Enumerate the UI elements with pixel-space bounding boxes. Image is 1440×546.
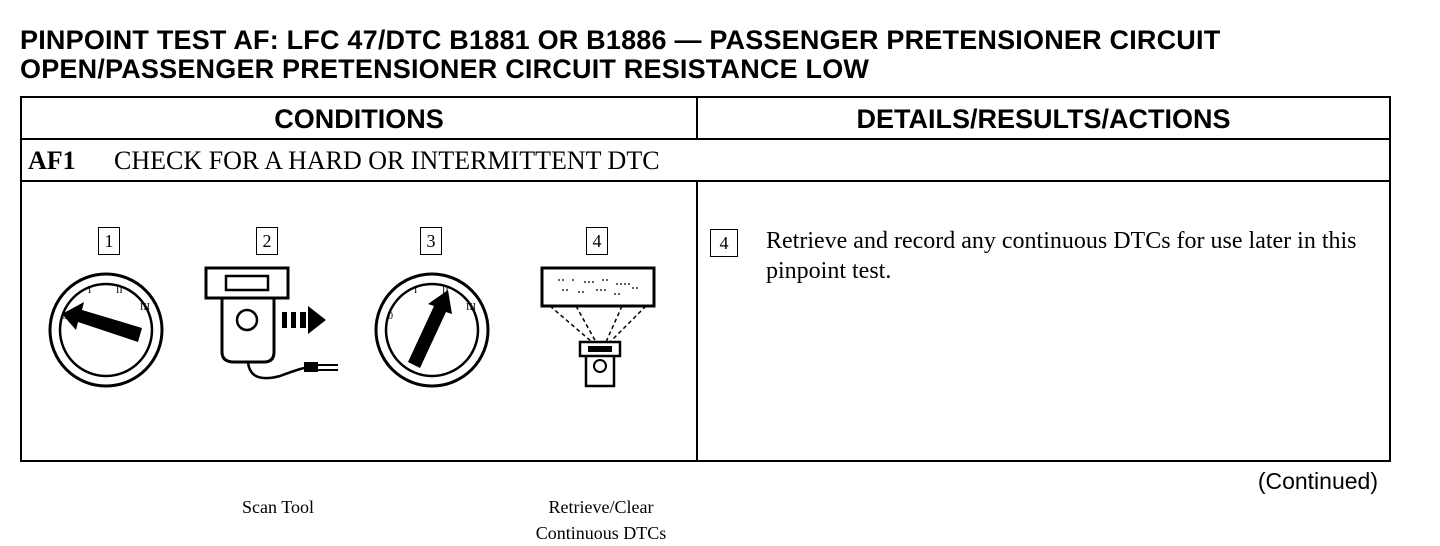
svg-text:0: 0 xyxy=(388,311,393,322)
details-cell: 4 Retrieve and record any continuous DTC… xyxy=(698,182,1389,460)
conditions-header: CONDITIONS xyxy=(22,98,698,138)
ignition-switch-run-icon: 0 I II III xyxy=(374,272,490,388)
title-line-2: OPEN/PASSENGER PRETENSIONER CIRCUIT RESI… xyxy=(20,54,870,84)
pinpoint-table: CONDITIONS DETAILS/RESULTS/ACTIONS AF1 C… xyxy=(20,96,1391,543)
title-line-1: PINPOINT TEST AF: LFC 47/DTC B1881 OR B1… xyxy=(20,25,1221,55)
figure-1-number: 1 xyxy=(98,227,120,255)
svg-text:III: III xyxy=(466,302,476,313)
details-header: DETAILS/RESULTS/ACTIONS xyxy=(856,104,1231,134)
continued-label: (Continued) xyxy=(1257,468,1378,494)
table-header: CONDITIONS DETAILS/RESULTS/ACTIONS xyxy=(22,98,1389,140)
ignition-switch-off-icon: 0 I II III xyxy=(48,272,164,388)
step-row: AF1 CHECK FOR A HARD OR INTERMITTENT DTC xyxy=(22,140,1389,182)
svg-text:II: II xyxy=(116,285,123,296)
svg-text:III: III xyxy=(140,302,150,313)
figure-2-caption: Scan Tool xyxy=(242,497,314,517)
svg-text:II: II xyxy=(442,285,449,296)
conditions-cell: 1 0 I II III 2 Scan Tool 3 xyxy=(22,182,698,543)
figure-3-number: 3 xyxy=(420,227,442,255)
figure-4-number: 4 xyxy=(586,227,608,255)
svg-text:I: I xyxy=(414,285,417,296)
detail-text: Retrieve and record any continuous DTCs … xyxy=(766,228,1357,284)
figure-4-caption-line-2: Continuous DTCs xyxy=(535,523,667,543)
page-title: PINPOINT TEST AF: LFC 47/DTC B1881 OR B1… xyxy=(20,26,1420,84)
scan-tool-connect-icon xyxy=(204,266,338,380)
step-code: AF1 xyxy=(28,146,76,175)
detail-step-number: 4 xyxy=(710,229,738,257)
figure-2-number: 2 xyxy=(256,227,278,255)
step-title: CHECK FOR A HARD OR INTERMITTENT DTC xyxy=(114,146,660,175)
svg-text:I: I xyxy=(88,285,91,296)
figure-4-caption-line-1: Retrieve/Clear xyxy=(548,497,654,517)
retrieve-dtc-icon xyxy=(540,266,656,388)
